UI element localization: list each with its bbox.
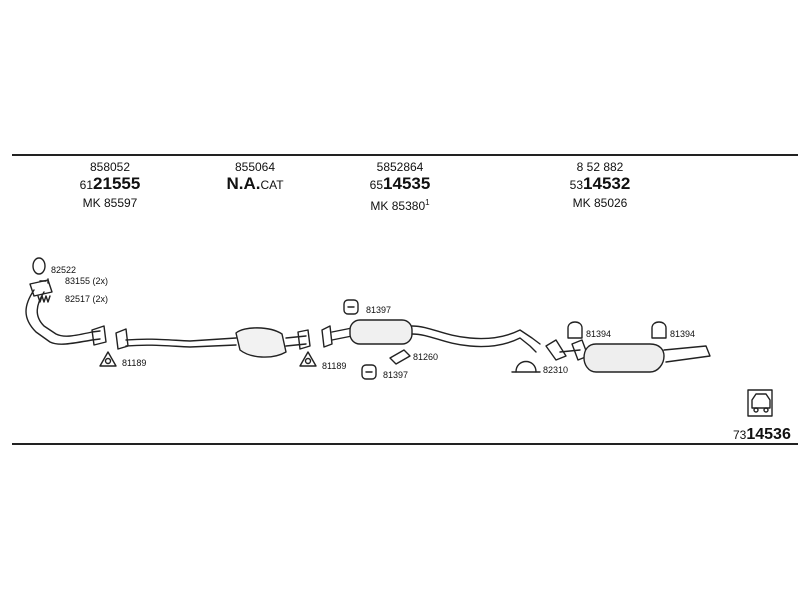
part-number: N.A.CAT [226, 174, 284, 193]
rear-silencer [545, 339, 711, 373]
mk-number: MK 853801 [370, 198, 430, 213]
part-number: 6121555 [79, 174, 141, 193]
bolt-icon [39, 278, 49, 284]
flange-gasket-icon [91, 325, 107, 346]
rubber-mount-icon [567, 321, 583, 339]
spring-icon [37, 295, 51, 303]
car-icon [747, 389, 773, 417]
column-front-pipe: 858052 6121555 MK 85597 [55, 160, 165, 211]
column-middle-silencer: 5852864 6514535 MK 853801 [340, 160, 460, 214]
mk-number: MK 85597 [82, 196, 138, 210]
bottom-rule [12, 443, 798, 445]
part-label: 81394 [670, 329, 695, 339]
u-clamp-icon [511, 360, 541, 373]
part-label: 81260 [413, 352, 438, 362]
column-rear-silencer: 8 52 882 5314532 MK 85026 [540, 160, 660, 211]
ref-number: 858052 [89, 160, 131, 174]
catalyst-assembly [125, 327, 311, 358]
part-label: 81397 [383, 370, 408, 380]
rubber-mount-icon [651, 321, 667, 339]
part-label: 82517 (2x) [65, 294, 108, 304]
part-label: 83155 (2x) [65, 276, 108, 286]
part-label: 81397 [366, 305, 391, 315]
clamp-bracket-icon [389, 349, 411, 365]
rubber-mount-icon [343, 299, 359, 315]
part-label: 81189 [322, 361, 346, 371]
part-label: 82522 [51, 265, 76, 275]
front-pipe [25, 279, 101, 345]
part-number: 6514535 [369, 174, 431, 193]
part-label: 81189 [122, 358, 146, 368]
column-catalyst: 855064 N.A.CAT [195, 160, 315, 195]
triangle-gasket-icon [99, 351, 117, 367]
mk-number: MK 85026 [572, 196, 628, 210]
ref-number: 855064 [234, 160, 276, 174]
part-label: 81394 [586, 329, 611, 339]
ref-number: 8 52 882 [576, 160, 624, 174]
ref-number: 5852864 [376, 160, 424, 174]
top-rule [12, 154, 798, 156]
o-ring-icon [32, 257, 46, 275]
part-label: 82310 [543, 365, 568, 375]
middle-silencer [321, 319, 541, 353]
triangle-gasket-icon [299, 351, 317, 367]
part-number: 5314532 [569, 174, 631, 193]
rubber-mount-icon [361, 364, 377, 380]
kit-number: 7314536 [733, 426, 791, 443]
